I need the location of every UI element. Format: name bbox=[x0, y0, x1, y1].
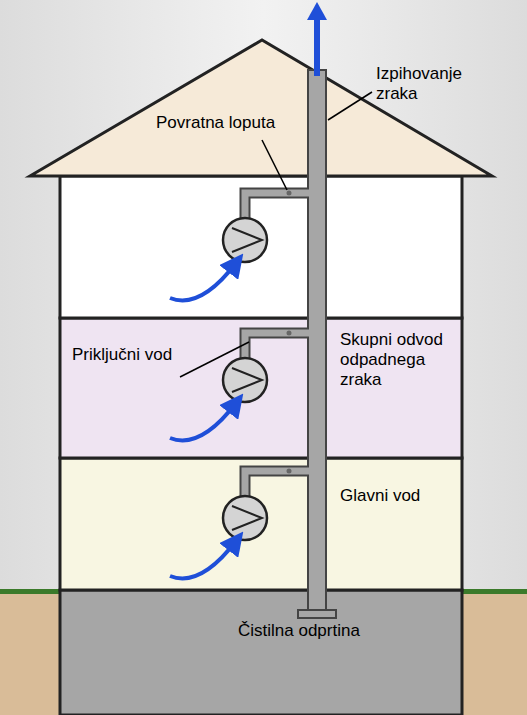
cleaning-opening bbox=[298, 610, 336, 618]
floor-3 bbox=[60, 176, 462, 318]
floor-1 bbox=[60, 458, 462, 590]
part-label: Povratna loputa bbox=[156, 113, 316, 133]
fan-unit bbox=[170, 469, 309, 579]
main-duct bbox=[308, 70, 326, 614]
part-label: Izpihovanje zraka bbox=[376, 64, 486, 104]
exhaust-arrowhead bbox=[307, 2, 327, 20]
part-label: Glavni vod bbox=[340, 486, 458, 506]
basement bbox=[60, 590, 462, 715]
leader-line bbox=[328, 92, 372, 120]
roof bbox=[30, 40, 492, 176]
part-label: Čistilna odprtina bbox=[238, 621, 448, 641]
fan-unit bbox=[170, 331, 309, 441]
fan-group bbox=[170, 191, 309, 579]
part-label: Skupni odvod odpadnega zraka bbox=[340, 330, 458, 390]
floor-2 bbox=[60, 318, 462, 458]
part-label: Priključni vod bbox=[72, 345, 182, 365]
fan-unit bbox=[170, 191, 309, 301]
leader-line bbox=[262, 140, 287, 190]
exhaust-arrow bbox=[314, 18, 320, 76]
leader-line bbox=[180, 342, 249, 377]
